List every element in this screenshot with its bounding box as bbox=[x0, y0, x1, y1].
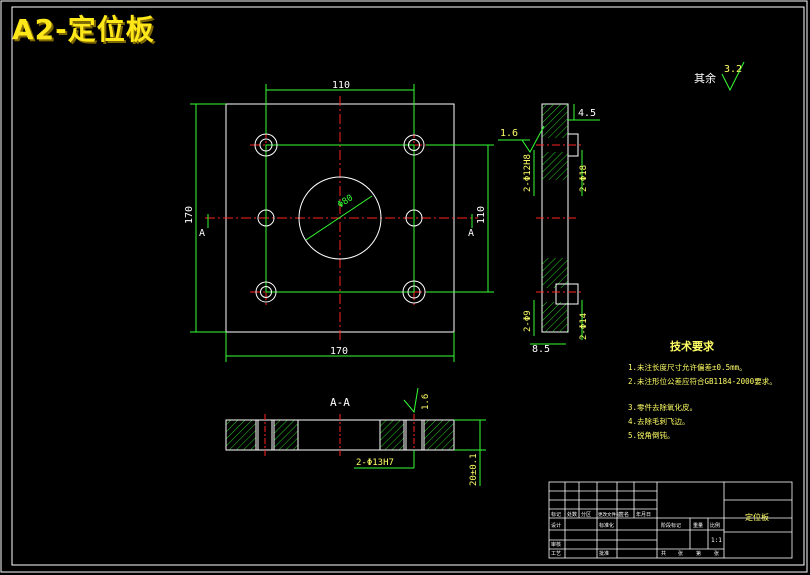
side-hole-upper-left: 2-Φ12H8 bbox=[523, 154, 533, 192]
title-block-text: 定位板 1:1 标记 设计 审核 工艺 处数 分区 更改文件号 签名 年月日 标… bbox=[551, 511, 769, 557]
tb-col-label-4: 签名 bbox=[619, 511, 629, 518]
section-surface-finish: 1.6 bbox=[421, 394, 431, 410]
hole-pattern-rect bbox=[265, 144, 415, 293]
side-hole-lower-right: 2-Φ14 bbox=[579, 313, 589, 340]
counterbore-hole-tr bbox=[403, 134, 425, 156]
tb-stage-label-1: 阶段标记 bbox=[661, 522, 681, 529]
tb-stage-label-3: 比例 bbox=[710, 522, 720, 529]
side-dim-top-thickness: 4.5 bbox=[578, 108, 596, 119]
roughness-note: 其余 3.2 bbox=[694, 61, 745, 92]
tech-item-4: 4.去除毛刺飞边。 bbox=[628, 416, 690, 426]
pin-hole-left bbox=[257, 209, 275, 227]
section-thickness: 20±0.1 bbox=[469, 453, 479, 486]
pin-hole-right bbox=[405, 209, 423, 227]
roughness-label: 其余 bbox=[694, 71, 716, 85]
tb-mid-label-2: 批准 bbox=[599, 550, 609, 557]
section-label: A-A bbox=[330, 396, 350, 409]
tb-part-name: 定位板 bbox=[745, 512, 769, 522]
section-mark-right: A bbox=[468, 228, 474, 239]
plan-view: Φ80 110 170 110 170 A A bbox=[184, 80, 494, 362]
tb-col-label-2: 分区 bbox=[581, 511, 591, 518]
dim-bottom: 170 bbox=[330, 346, 348, 357]
side-surface-finish: 1.6 bbox=[500, 128, 518, 139]
tb-row-label-1: 标记 bbox=[551, 511, 561, 518]
inner-frame bbox=[11, 6, 805, 566]
tech-item-5: 5.锐角倒钝。 bbox=[628, 430, 675, 440]
side-hole-lower-left: 2-Φ9 bbox=[523, 310, 533, 332]
counterbore-hole-br bbox=[402, 280, 426, 304]
tb-sheet-label-4: 张 bbox=[714, 550, 719, 557]
tb-scale: 1:1 bbox=[711, 537, 722, 544]
tb-stage-label-2: 重量 bbox=[693, 522, 703, 529]
tb-col-label-3: 更改文件号 bbox=[598, 511, 621, 518]
tb-sheet-label-3: 第 bbox=[696, 550, 701, 557]
dim-left: 170 bbox=[184, 206, 195, 224]
tb-col-label-5: 年月日 bbox=[636, 511, 651, 518]
tb-mid-label-1: 标准化 bbox=[599, 522, 614, 529]
section-mark-left: A bbox=[199, 228, 205, 239]
tb-col-label-1: 处数 bbox=[567, 511, 577, 518]
tech-item-2: 2.未注形位公差应符合GB1184-2000要求。 bbox=[628, 376, 777, 386]
tb-row-label-2: 设计 bbox=[551, 522, 561, 529]
tech-requirements: 技术要求 1.未注长度尺寸允许偏差±0.5mm。 2.未注形位公差应符合GB11… bbox=[628, 339, 777, 440]
side-view: 1.6 4.5 2-Φ12H8 2-Φ18 2-Φ9 2-Φ14 8.5 bbox=[498, 103, 600, 355]
tb-sheet-label-1: 共 bbox=[661, 550, 666, 557]
side-dim-bottom: 8.5 bbox=[532, 344, 550, 355]
counterbore-hole-bl bbox=[255, 281, 277, 303]
page-title: A2-定位板 bbox=[12, 13, 155, 46]
center-bore bbox=[298, 176, 382, 260]
roughness-value: 3.2 bbox=[724, 64, 742, 75]
tech-item-1: 1.未注长度尺寸允许偏差±0.5mm。 bbox=[628, 362, 747, 372]
section-view: A-A 1.6 2-Φ13H7 20±0.1 bbox=[225, 387, 486, 486]
section-hole-note: 2-Φ13H7 bbox=[356, 458, 394, 468]
tb-row-label-3: 审核 bbox=[551, 541, 561, 548]
title-block bbox=[548, 481, 793, 559]
tb-sheet-label-2: 张 bbox=[678, 550, 683, 557]
tech-item-3: 3.零件去除氧化皮。 bbox=[628, 402, 697, 412]
center-bore-dim: Φ80 bbox=[336, 193, 355, 210]
tb-row-label-4: 工艺 bbox=[551, 551, 561, 557]
dim-top: 110 bbox=[332, 80, 350, 91]
dim-right: 110 bbox=[476, 206, 487, 224]
side-hole-upper-right: 2-Φ18 bbox=[579, 165, 589, 192]
tech-heading: 技术要求 bbox=[670, 339, 715, 353]
